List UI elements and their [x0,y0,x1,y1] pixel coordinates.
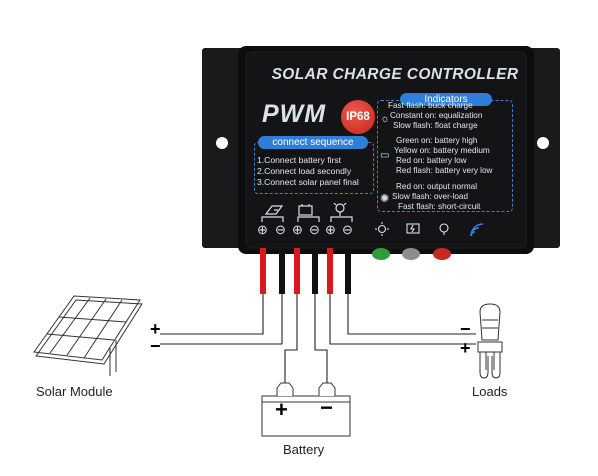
indicator-load-line: Fast flash: short-circuit [398,202,481,211]
indicator-battery-line: Yellow on: battery medium [394,146,490,155]
battery-plus-sign: + [275,397,288,422]
battery-label: Battery [283,442,325,457]
solar-module-drawing [33,295,143,376]
terminal-sign: ⊖ [309,222,320,237]
wiring-lines [160,294,476,385]
sun-status-icon [375,222,389,236]
terminal-sign: ⊖ [275,222,286,237]
controller-title: SOLAR CHARGE CONTROLLER [271,66,519,83]
controller-wires [260,248,351,294]
status-leds [372,248,451,260]
terminal-sign: ⊕ [292,222,303,237]
mount-hole-left [216,137,228,149]
connect-step: 1.Connect battery first [257,155,342,165]
indicators-heading: Indicators [400,93,492,106]
indicator-battery-line: Red flash: battery very low [396,166,493,175]
load-status-icon [439,223,449,235]
indicator-load-line: Red on: output normal [396,182,478,191]
load-plus-sign: + [460,338,471,358]
terminal-sign: ⊕ [325,222,336,237]
indicator-solar-line: Constant on: equalization [390,111,483,120]
connect-sequence-heading: connect sequence [258,136,368,149]
pwm-label: PWM [262,100,327,128]
solar-plus-sign: + [150,319,161,339]
wireless-icon [470,223,484,237]
indicator-battery-line: Red on: battery low [396,156,467,165]
indicator-solar-line: Slow flash: float charge [393,121,478,130]
loads-label: Loads [472,384,508,399]
solar-panel-terminal-icon [264,205,284,215]
ip-rating-badge: IP68 [341,100,375,134]
load-bulb-drawing [477,303,503,379]
connect-step: 3.Connect solar panel final [257,177,359,187]
sun-indicator-icon: ☼ [380,113,391,125]
battery-indicator-icon: ▭ [380,150,390,161]
indicator-battery-line: Green on: battery high [396,136,478,145]
terminal-sign: ⊖ [342,222,353,237]
solar-module-label: Solar Module [36,384,113,399]
bulb-indicator-icon: ✺ [380,193,390,205]
battery-drawing [261,382,351,437]
connect-step: 2.Connect load secondly [257,166,352,176]
battery-status-icon [406,223,420,234]
battery-terminal-icon [298,204,313,216]
status-icons [375,222,449,236]
solar-minus-sign: − [150,336,161,356]
terminal-icons [261,202,353,222]
battery-minus-sign: − [320,395,333,420]
bulb-terminal-icon [333,202,347,216]
mount-hole-right [537,137,549,149]
indicator-solar-line: Fast flash: buck charge [388,101,473,110]
terminal-sign: ⊕ [257,222,268,237]
indicator-load-line: Slow flash: over-load [392,192,468,201]
load-minus-sign: − [460,319,471,339]
